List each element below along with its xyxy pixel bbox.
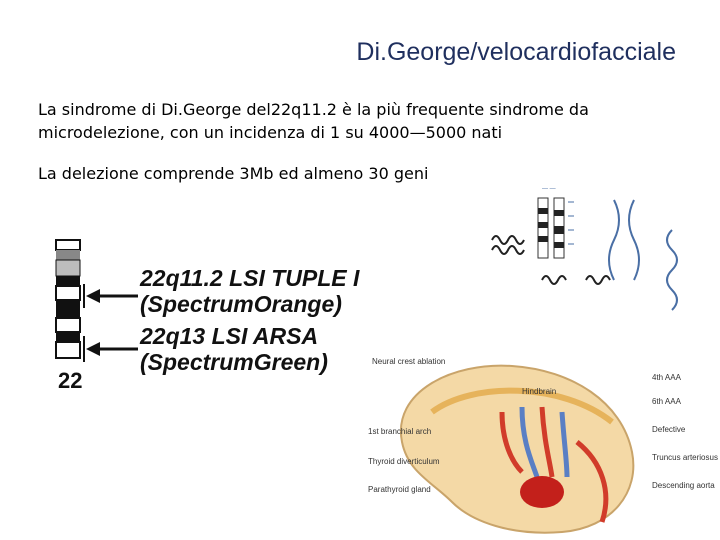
chromosome-label: 22 xyxy=(58,368,82,393)
dna-helix xyxy=(666,229,678,311)
chromosome-22-ideogram xyxy=(537,197,574,259)
label-6th-aaa: 6th AAA xyxy=(652,397,682,406)
paragraph-deletion: La delezione comprende 3Mb ed almeno 30 … xyxy=(38,164,429,183)
label-branchial-arch: 1st branchial arch xyxy=(368,427,431,436)
chromosome-ideogram xyxy=(55,239,81,359)
label-4th-aaa: 4th AAA xyxy=(652,373,682,382)
neural-tube xyxy=(430,387,614,425)
fish-probe-figure: 22q11.2 LSI TUPLE I (SpectrumOrange) 22q… xyxy=(55,239,360,393)
x-chromosome-shape xyxy=(608,199,640,281)
aortic-arches xyxy=(499,406,570,478)
slide-title: Di.George/velocardiofacciale xyxy=(356,38,676,66)
label-neural-crest: Neural crest ablation xyxy=(372,357,445,366)
descending-aorta xyxy=(575,440,609,523)
embryo-figure: Neural crest ablation 1st branchial arch… xyxy=(362,352,718,538)
label-thyroid: Thyroid diverticulum xyxy=(368,457,440,466)
embryo-body xyxy=(399,364,635,534)
diagram-label: — — xyxy=(542,186,556,192)
label-hindbrain: Hindbrain xyxy=(522,387,556,396)
label-defective: Defective xyxy=(652,425,686,434)
chromatin-coils xyxy=(491,235,611,285)
chromosome-diagram: — — xyxy=(482,180,704,330)
paragraph-incidence: La sindrome di Di.George del22q11.2 è la… xyxy=(38,100,589,142)
heart xyxy=(520,476,564,508)
probe1-name: 22q11.2 LSI TUPLE I xyxy=(139,265,360,291)
probe-arrow-2 xyxy=(83,336,138,362)
probe1-color: (SpectrumOrange) xyxy=(140,291,342,317)
probe-arrow-1 xyxy=(83,284,138,308)
label-descending-aorta: Descending aorta xyxy=(652,481,715,490)
probe2-color: (SpectrumGreen) xyxy=(140,349,328,375)
label-parathyroid: Parathyroid gland xyxy=(368,485,431,494)
probe2-name: 22q13 LSI ARSA xyxy=(139,323,318,349)
label-truncus: Truncus arteriosus xyxy=(652,453,718,462)
